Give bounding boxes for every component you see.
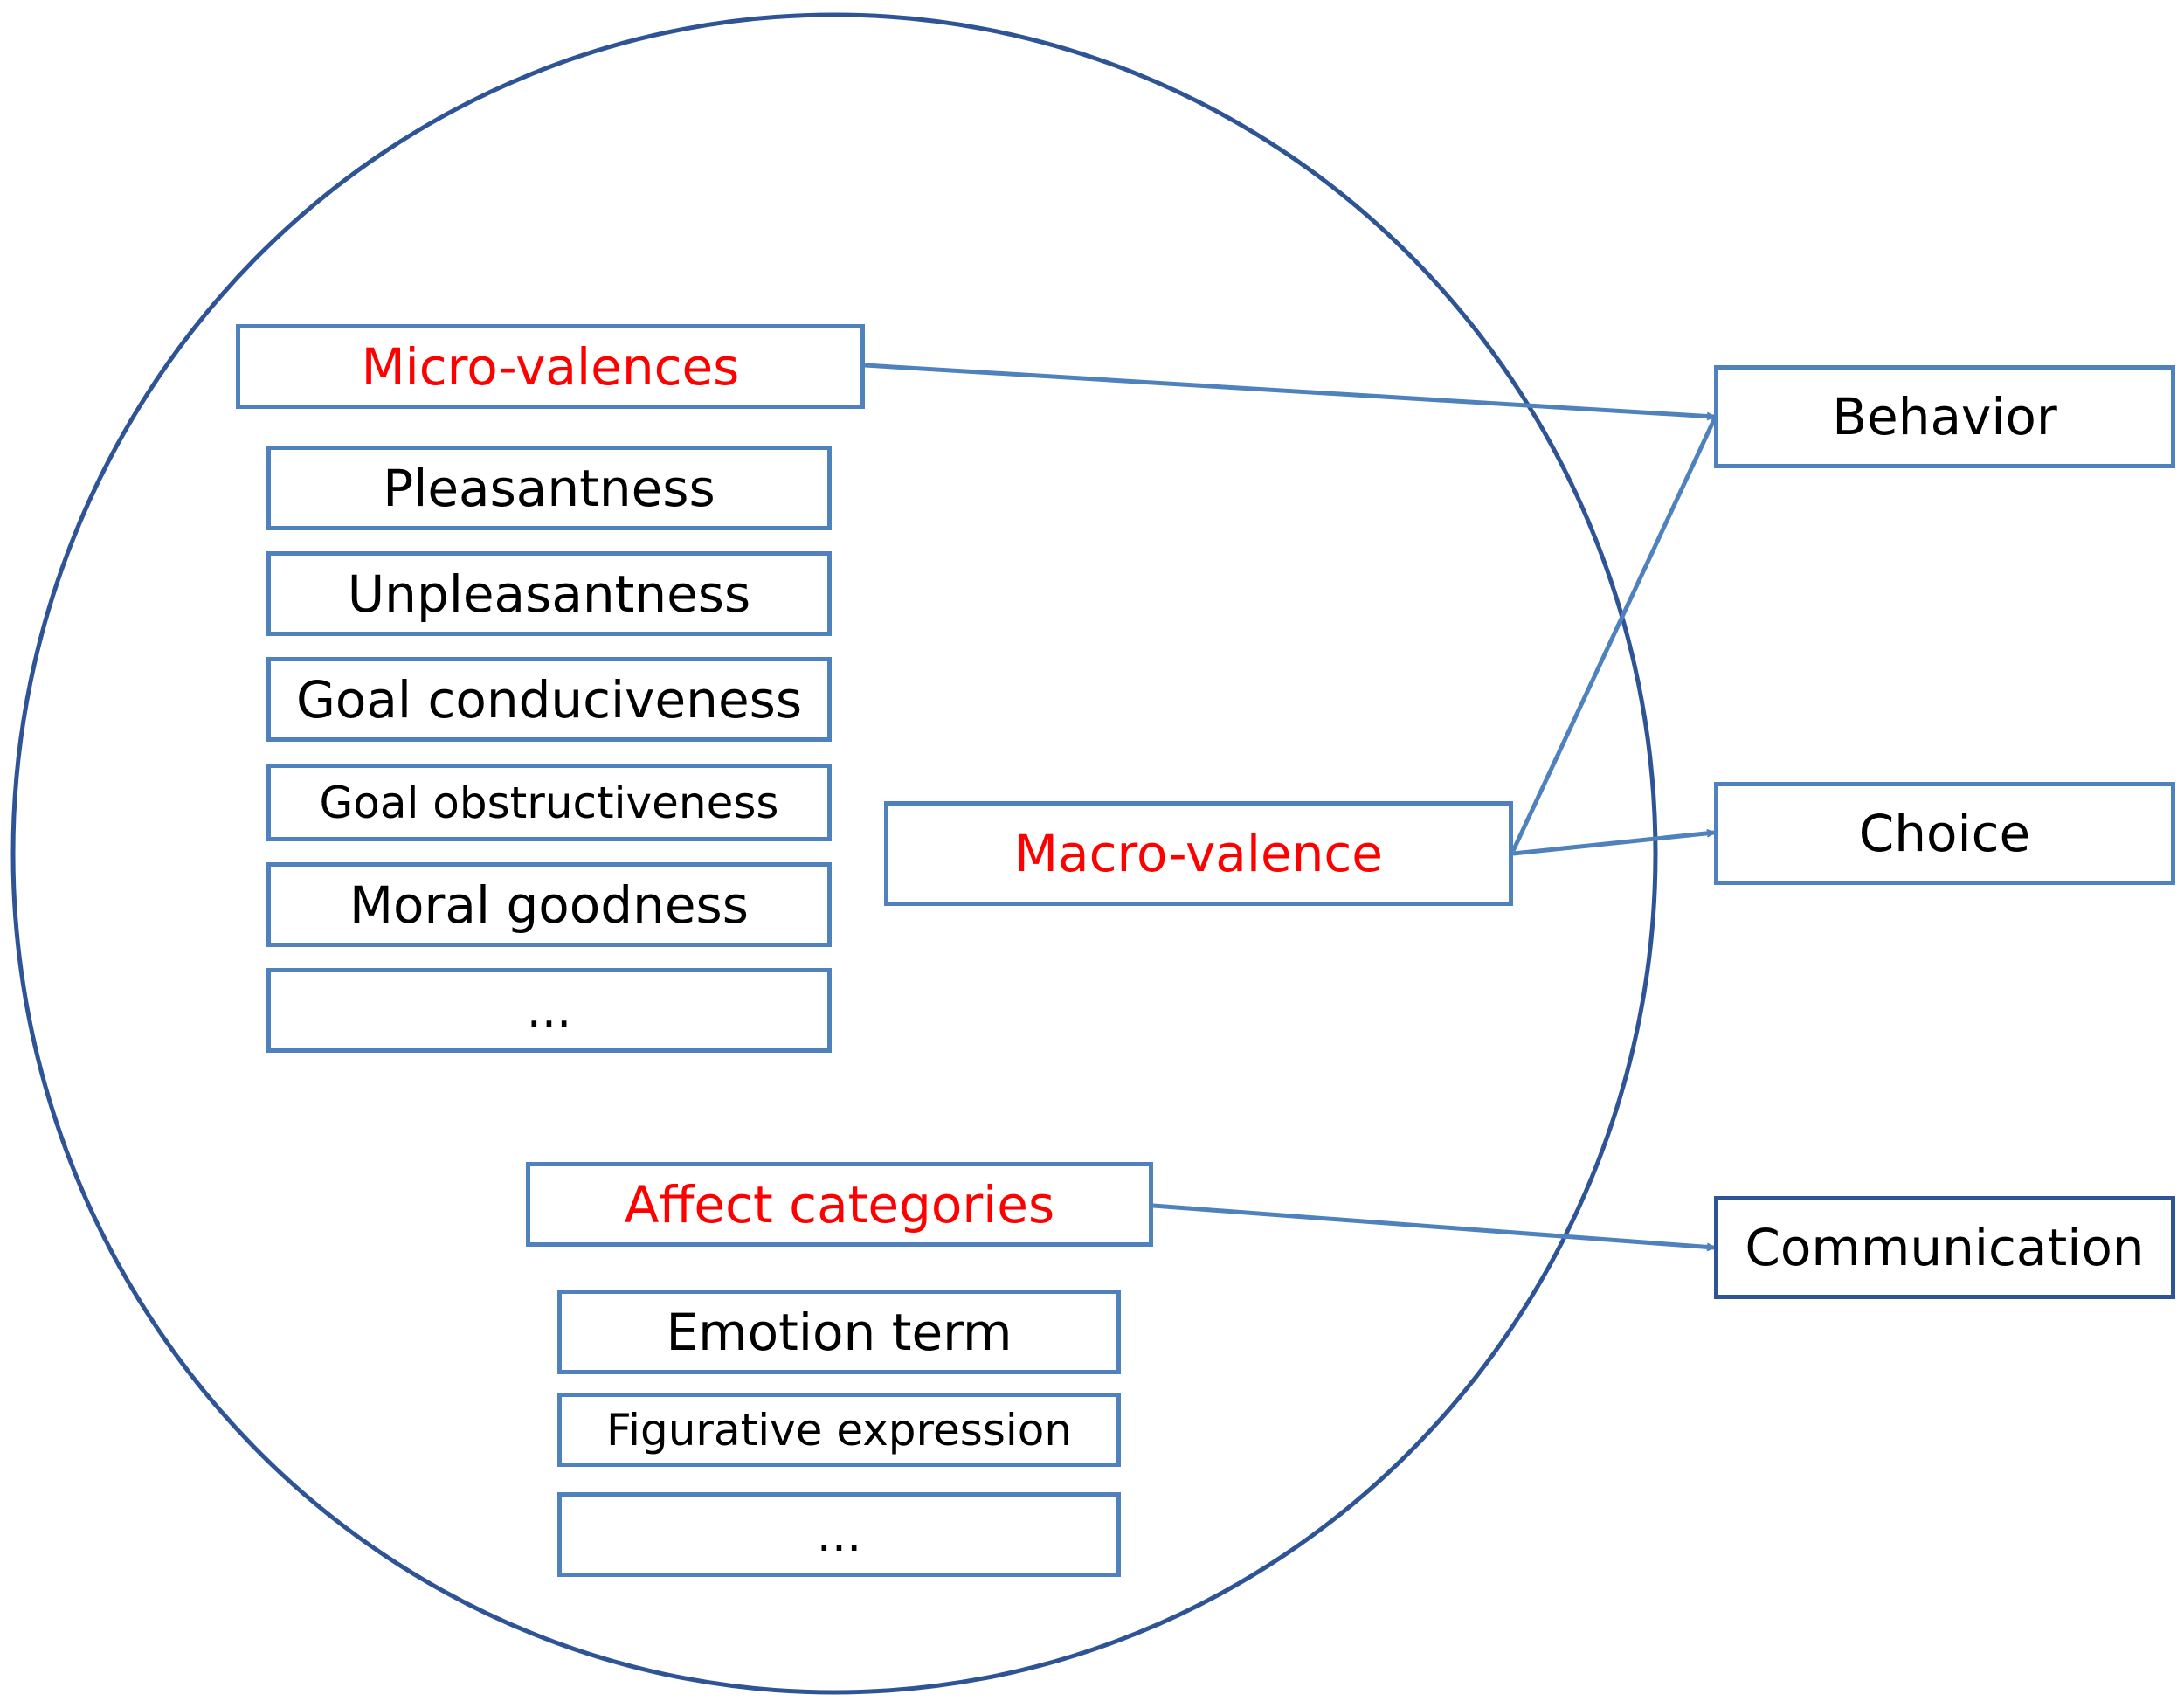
affect-category-item-more: ... [557,1492,1121,1577]
arrow-affect-to-communication [1152,1203,1714,1248]
outcome-behavior-box: Behavior [1714,365,2175,468]
micro-valences-heading: Micro-valences [236,324,865,409]
outcome-choice-box: Choice [1714,782,2175,885]
arrow-macro-to-choice [1512,833,1714,856]
affect-category-item-figurative-expression: Figurative expression [557,1393,1121,1467]
arrow-macro-to-behavior [1510,414,1719,853]
micro-valence-item-pleasantness: Pleasantness [266,446,832,530]
arrow-micro-to-behavior [864,363,1714,417]
macro-valence-box: Macro-valence [884,801,1513,906]
micro-valence-item-more: ... [266,968,832,1053]
micro-valence-item-unpleasantness: Unpleasantness [266,551,832,636]
micro-valence-item-goal-conduciveness: Goal conduciveness [266,657,832,742]
scope-circle [10,12,1658,1695]
affect-category-item-emotion-term: Emotion term [557,1290,1121,1374]
micro-valence-item-goal-obstructiveness: Goal obstructiveness [266,764,832,841]
affect-categories-heading: Affect categories [526,1162,1153,1247]
outcome-communication-box: Communication [1714,1196,2175,1299]
micro-valence-item-moral-goodness: Moral goodness [266,862,832,947]
